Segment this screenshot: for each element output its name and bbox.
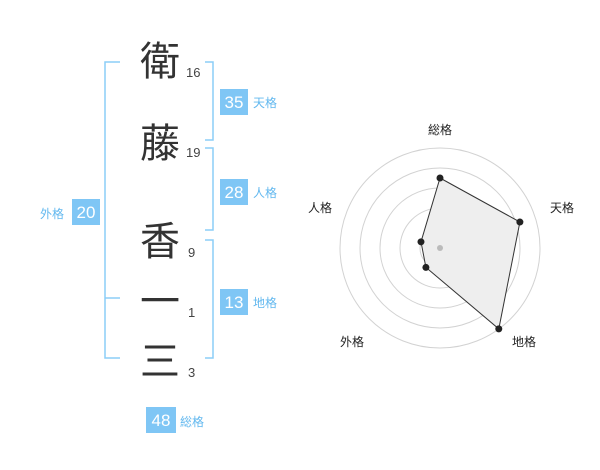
bracket-jinkaku: [205, 147, 214, 231]
radar-label-gaikaku: 外格: [340, 334, 364, 349]
radar-point-5: [417, 238, 425, 246]
brackets-left: [104, 61, 120, 359]
gaikaku-value: 20: [77, 203, 96, 222]
radar-label-soukaku: 総格: [428, 122, 452, 137]
gaikaku-label: 外格: [40, 206, 64, 221]
bracket-chikaku: [205, 239, 214, 359]
radar-series-area: [420, 177, 521, 330]
name-char-2: 藤: [140, 121, 180, 167]
jinkaku-label: 人格: [253, 185, 277, 200]
radar-ring: [359, 167, 521, 329]
stroke-count-5: 3: [188, 365, 195, 380]
stroke-count-2: 19: [186, 145, 200, 160]
radar-label-jinkaku: 人格: [308, 200, 332, 215]
stroke-count-1: 16: [186, 65, 200, 80]
tenkaku-badge: [220, 89, 248, 115]
radar-label-tenkaku: 天格: [550, 200, 574, 215]
bracket-tenkaku: [205, 61, 214, 141]
radar-ring: [339, 147, 541, 349]
soukaku-value: 48: [152, 411, 171, 430]
name-char-3: 香: [140, 219, 180, 265]
brackets-right: [205, 61, 214, 359]
name-panel: 衛 藤 香 一 三 16 19 9 1 3 35 天格 28 人格 13 地格 …: [40, 39, 277, 433]
chikaku-value: 13: [225, 293, 244, 312]
name-char-5: 三: [140, 339, 180, 385]
name-char-1: 衛: [140, 39, 180, 85]
radar-chart: 総格 天格 地格 外格 人格: [308, 122, 574, 349]
gaikaku-badge: [72, 199, 100, 225]
tenkaku-label: 天格: [253, 95, 277, 110]
radar-point-4: [422, 263, 430, 271]
jinkaku-badge: [220, 179, 248, 205]
jinkaku-value: 28: [225, 183, 244, 202]
name-char-4: 一: [140, 279, 180, 325]
radar-label-chikaku: 地格: [512, 334, 536, 349]
tenkaku-value: 35: [225, 93, 244, 112]
chikaku-label: 地格: [253, 295, 277, 310]
radar-center-dot: [437, 245, 443, 251]
soukaku-badge: [146, 407, 176, 433]
soukaku-label: 総格: [180, 414, 204, 429]
chikaku-badge: [220, 289, 248, 315]
stroke-count-3: 9: [188, 245, 195, 260]
radar-point-2: [516, 218, 524, 226]
radar-point-3: [495, 325, 503, 333]
bracket-gaikaku: [104, 61, 120, 359]
radar-points: [417, 174, 524, 333]
stroke-count-4: 1: [188, 305, 195, 320]
radar-point-1: [436, 174, 444, 182]
